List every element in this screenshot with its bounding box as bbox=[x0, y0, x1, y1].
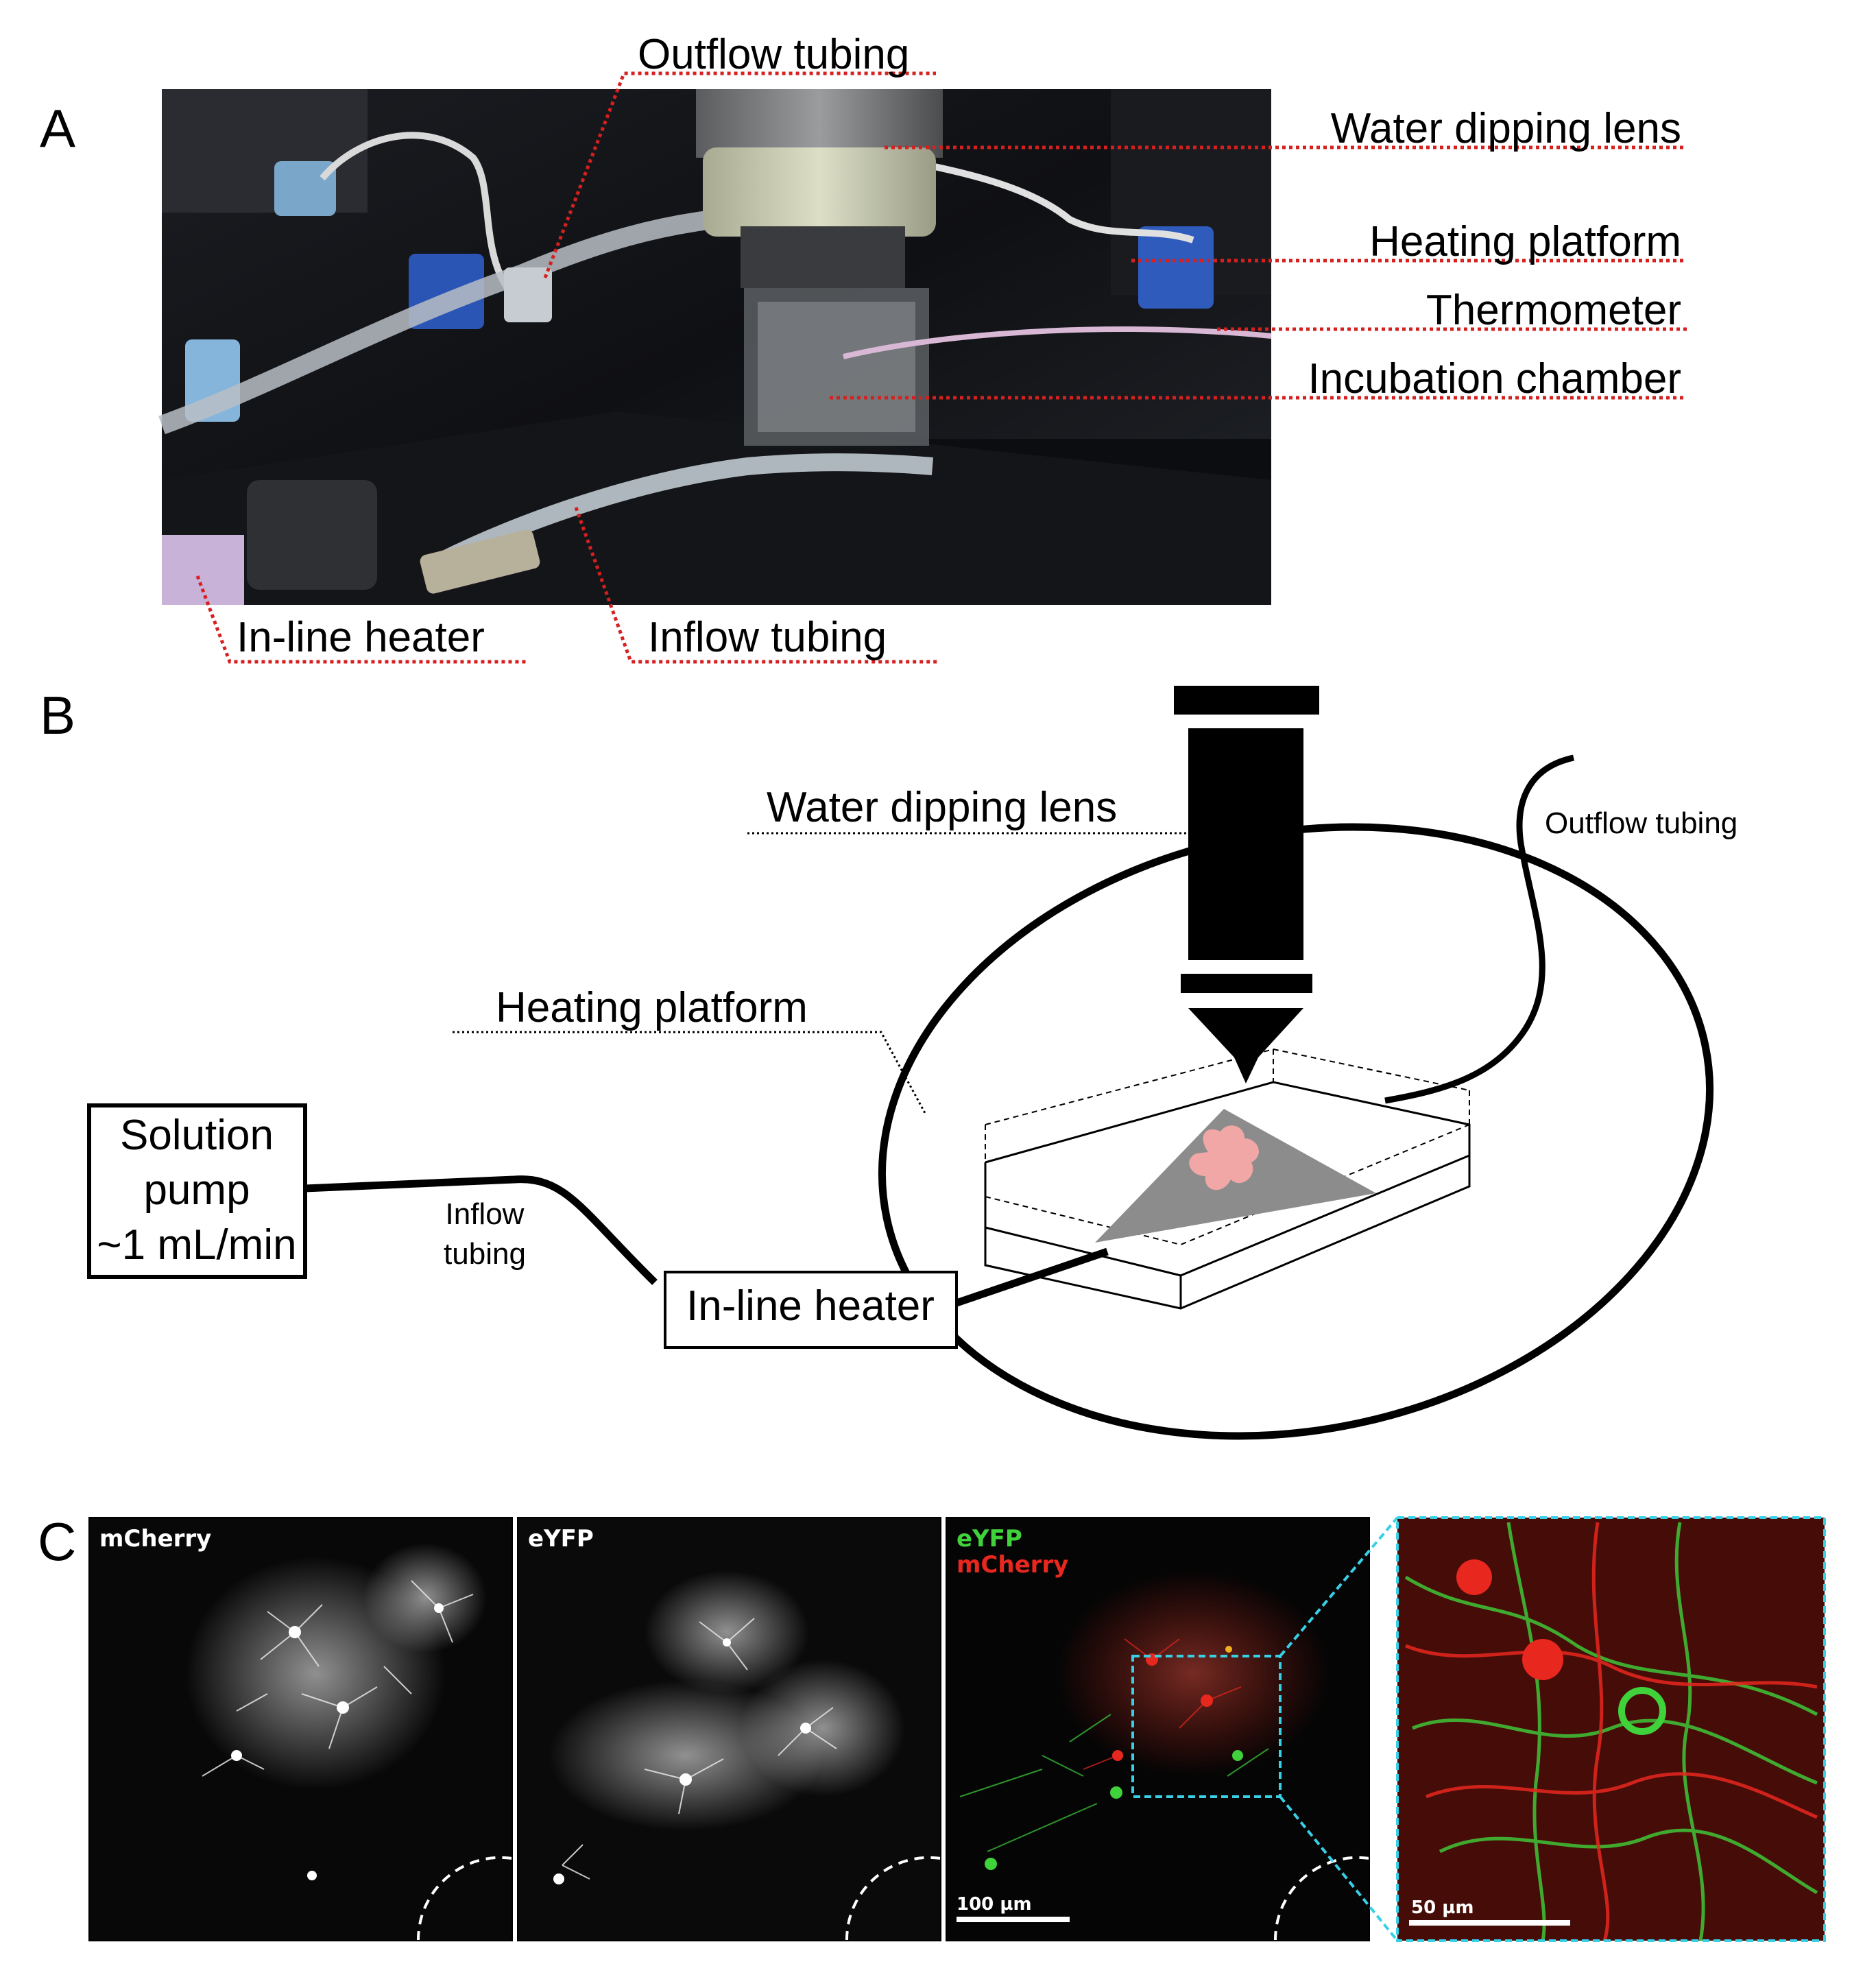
scale-label-100: 100 µm bbox=[957, 1894, 1032, 1915]
panel-b-leaders bbox=[453, 832, 1188, 1115]
micrograph-inset bbox=[1397, 1518, 1825, 1941]
micrograph-mcherry bbox=[89, 1518, 512, 1941]
incubation-chamber-dashed bbox=[985, 1048, 1470, 1246]
solution-pump-box bbox=[87, 1103, 307, 1279]
label-b-inflow-line2: tubing bbox=[444, 1237, 526, 1271]
label-a-thermometer: Thermometer bbox=[1426, 287, 1681, 334]
leader-outflow bbox=[543, 71, 936, 278]
title-eyfp: eYFP bbox=[528, 1525, 594, 1553]
outflow-tube bbox=[1384, 754, 1574, 1104]
panel-a-leaders bbox=[195, 71, 1687, 664]
title-merge-mcherry: mCherry bbox=[957, 1551, 1068, 1579]
water-dipping-lens-icon bbox=[1174, 686, 1319, 1083]
inset-connectors bbox=[1279, 1516, 1399, 1942]
panel-c-letter: C bbox=[38, 1511, 76, 1572]
micrograph-merge bbox=[946, 1518, 1369, 1941]
label-a-outflow: Outflow tubing bbox=[638, 31, 909, 78]
label-b-inflow-line1: Inflow bbox=[446, 1197, 525, 1231]
label-b-lens: Water dipping lens bbox=[767, 784, 1117, 831]
leader-b-heating bbox=[453, 1031, 927, 1115]
panel-a-letter: A bbox=[40, 98, 75, 158]
pump-label-line1: Solution bbox=[120, 1112, 274, 1159]
label-a-lens: Water dipping lens bbox=[1331, 105, 1681, 152]
panel-b-letter: B bbox=[40, 685, 75, 745]
microscope-photo bbox=[158, 89, 1272, 605]
cell-shape bbox=[1189, 1125, 1259, 1190]
pump-label-line2: pump bbox=[143, 1166, 250, 1214]
scale-bar-100 bbox=[957, 1917, 1070, 1922]
label-b-inline-heater: In-line heater bbox=[686, 1282, 935, 1330]
label-a-heating: Heating platform bbox=[1369, 218, 1681, 265]
title-mcherry: mCherry bbox=[99, 1525, 211, 1553]
incubation-chamber-box bbox=[984, 1081, 1471, 1310]
inset-region-box bbox=[1131, 1655, 1282, 1798]
label-a-incubation: Incubation chamber bbox=[1308, 355, 1681, 403]
pump-label-line3: ~1 mL/min bbox=[97, 1221, 296, 1269]
scale-label-50: 50 µm bbox=[1411, 1897, 1474, 1918]
inflow-tube bbox=[304, 1175, 658, 1285]
label-a-inflow: Inflow tubing bbox=[648, 614, 887, 661]
scale-bar-50 bbox=[1409, 1920, 1570, 1926]
title-merge-eyfp: eYFP bbox=[957, 1525, 1022, 1553]
micrograph-eyfp bbox=[518, 1518, 941, 1941]
inline-heater-box bbox=[664, 1271, 958, 1349]
label-b-outflow: Outflow tubing bbox=[1545, 806, 1737, 840]
label-b-heating: Heating platform bbox=[496, 984, 808, 1031]
label-a-inline-heater: In-line heater bbox=[237, 614, 485, 661]
leader-inline-heater bbox=[195, 575, 528, 664]
heater-to-chamber-tube bbox=[955, 1247, 1109, 1307]
